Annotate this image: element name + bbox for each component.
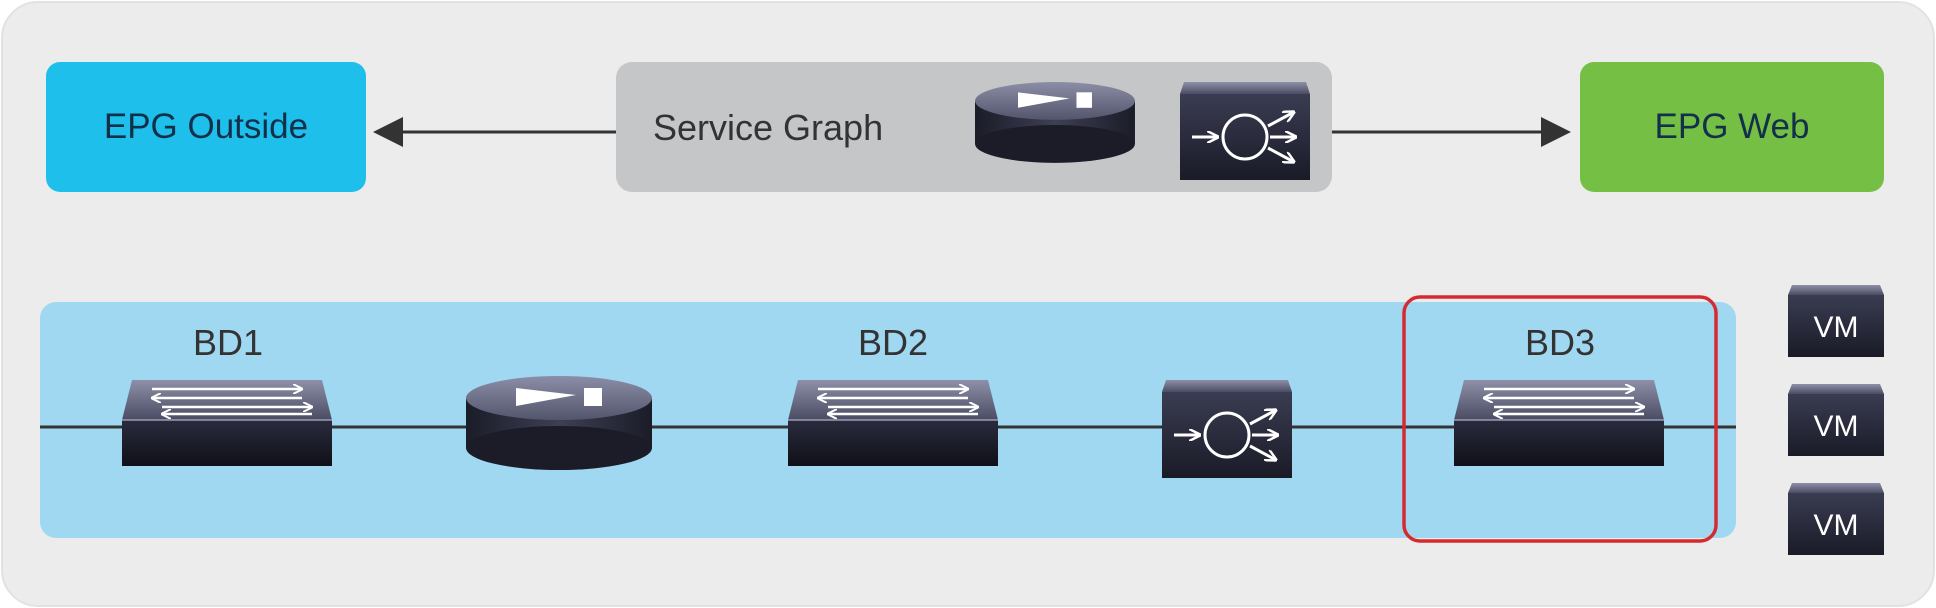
vm-label-3: VM — [1814, 509, 1859, 542]
firewall-icon-inline — [466, 376, 652, 470]
bd1-label: BD1 — [193, 322, 263, 363]
bd2-switch-icon — [788, 380, 998, 466]
load-balancer-icon — [1180, 82, 1310, 180]
bd1-switch-icon — [122, 380, 332, 466]
bd3-switch-icon — [1454, 380, 1664, 466]
bd2-label: BD2 — [858, 322, 928, 363]
service-graph-box: Service Graph — [616, 62, 1332, 192]
load-balancer-icon-inline — [1162, 380, 1292, 478]
epg-outside-box: EPG Outside — [46, 62, 366, 192]
service-graph-label: Service Graph — [653, 107, 883, 148]
bd3-highlight-box — [1402, 295, 1718, 543]
vm-icon-2: VM — [1788, 384, 1884, 456]
vm-label-1: VM — [1814, 311, 1859, 344]
epg-web-box: EPG Web — [1580, 62, 1884, 192]
vm-label-2: VM — [1814, 410, 1859, 443]
vm-icon-1: VM — [1788, 285, 1884, 357]
firewall-icon — [975, 82, 1135, 163]
vm-icon-3: VM — [1788, 483, 1884, 555]
bd3-label: BD3 — [1525, 322, 1595, 363]
epg-outside-label: EPG Outside — [104, 107, 308, 146]
epg-web-label: EPG Web — [1655, 107, 1810, 146]
